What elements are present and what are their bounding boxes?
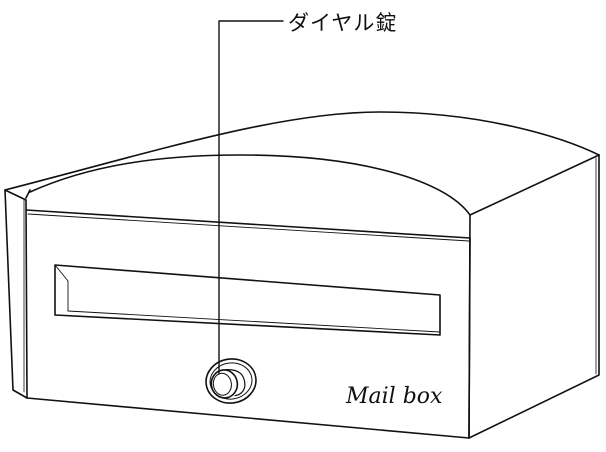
mail-slot: [54, 264, 441, 336]
roof-edge: [25, 189, 31, 199]
dial-lock-knob: [210, 369, 239, 399]
dial-lock-callout-label: ダイヤル錠: [288, 11, 398, 35]
front-top-edge: [27, 213, 470, 242]
callout-leader: [218, 20, 284, 375]
dial-lock-ring-inner: [209, 362, 253, 400]
roof-outer: [4, 111, 600, 191]
dial-lock-knob-face: [212, 372, 232, 396]
roof-inner: [29, 154, 471, 216]
dial-lock-knob-side: [224, 369, 246, 397]
mail-slot-inner: [54, 264, 441, 333]
dial-lock-ring-outer: [205, 358, 257, 404]
right-side-panel: [468, 154, 600, 439]
dial-lock: [205, 358, 257, 404]
mailbox-label: Mail box: [346, 384, 443, 409]
